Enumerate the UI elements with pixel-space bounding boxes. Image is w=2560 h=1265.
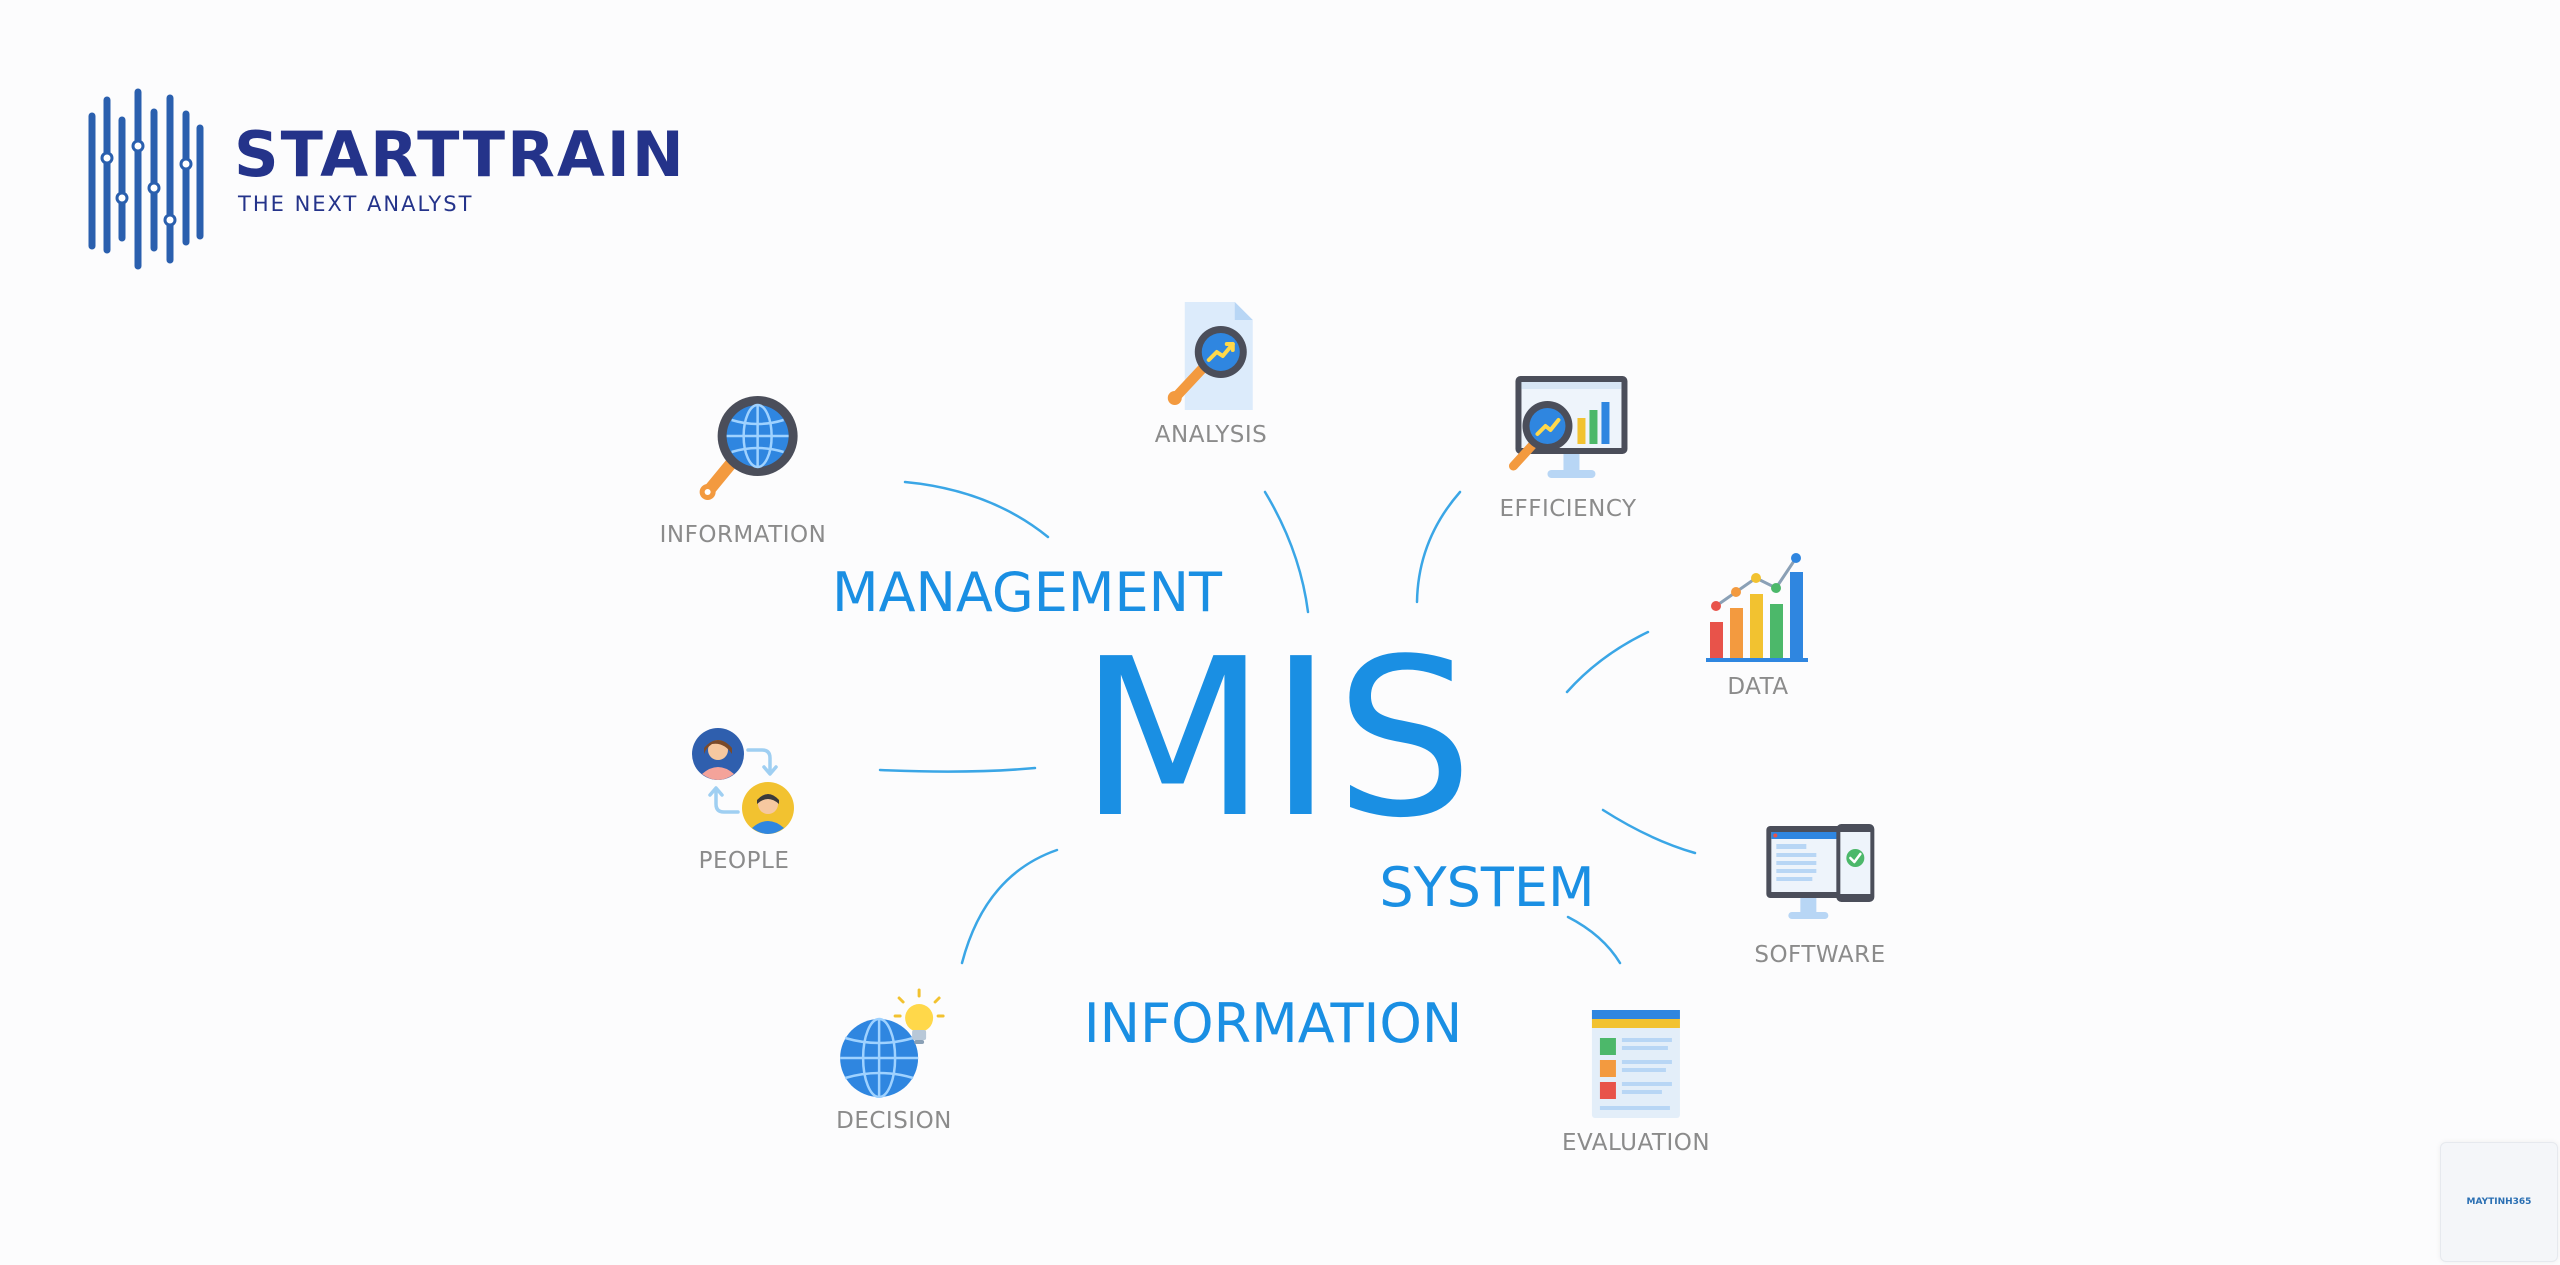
maytinh365-watermark: MAYTINH365 xyxy=(2440,1142,2558,1262)
connector-efficiency xyxy=(1415,490,1462,604)
node-information: INFORMATION xyxy=(660,392,827,547)
starttrain-logo: STARTTRAIN THE NEXT ANALYST xyxy=(86,88,706,278)
node-decision: DECISION xyxy=(836,986,952,1133)
node-label-efficiency: EFFICIENCY xyxy=(1499,496,1637,522)
document-magnifier-icon xyxy=(1168,302,1253,410)
monitor-chart-icon xyxy=(1508,376,1627,478)
node-label-evaluation: EVALUATION xyxy=(1561,1130,1711,1156)
watermark-text: MAYTINH365 xyxy=(2466,1197,2532,1207)
bar-chart-icon xyxy=(1706,553,1808,662)
node-data: DATA xyxy=(1700,548,1816,699)
word-information: INFORMATION xyxy=(1083,992,1463,1055)
report-icon xyxy=(1592,1010,1680,1118)
globe-bulb-icon xyxy=(840,988,945,1098)
node-label-people: PEOPLE xyxy=(698,848,790,874)
connector-data xyxy=(1565,630,1650,694)
node-software: SOFTWARE xyxy=(1754,822,1885,967)
connector-information xyxy=(903,480,1050,539)
node-label-data: DATA xyxy=(1727,674,1789,700)
logo-tagline: THE NEXT ANALYST xyxy=(238,192,474,216)
connector-people xyxy=(878,766,1037,773)
devices-icon xyxy=(1766,824,1874,919)
node-evaluation: EVALUATION xyxy=(1562,1008,1710,1155)
people-exchange-icon xyxy=(692,728,794,834)
magnifier-globe-icon xyxy=(700,396,798,500)
node-label-analysis: ANALYSIS xyxy=(1154,422,1268,448)
node-analysis: ANALYSIS xyxy=(1155,300,1267,447)
word-management: MANAGEMENT xyxy=(832,561,1222,624)
word-system: SYSTEM xyxy=(1379,856,1595,919)
node-label-software: SOFTWARE xyxy=(1754,942,1886,968)
connector-software xyxy=(1601,808,1697,855)
connector-evaluation xyxy=(1566,915,1622,965)
node-efficiency: EFFICIENCY xyxy=(1499,374,1636,521)
logo-name: STARTTRAIN xyxy=(234,118,686,191)
connector-analysis xyxy=(1263,490,1310,614)
connector-decision xyxy=(960,848,1059,965)
center-word-mis: MIS xyxy=(1078,613,1476,866)
node-label-decision: DECISION xyxy=(836,1108,952,1134)
logo-bars-icon xyxy=(88,88,204,270)
node-people: PEOPLE xyxy=(684,724,804,873)
node-label-information: INFORMATION xyxy=(659,522,827,548)
